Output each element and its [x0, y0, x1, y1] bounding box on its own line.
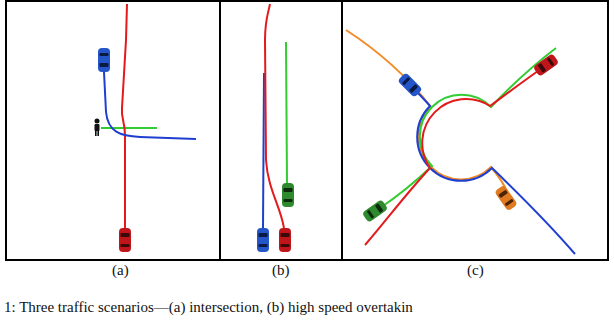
car	[98, 48, 110, 72]
trajectory	[263, 73, 264, 228]
pedestrian-icon	[95, 119, 100, 137]
trajectory	[265, 4, 284, 228]
car	[282, 183, 294, 207]
car	[533, 53, 560, 77]
panel-frames	[6, 1, 608, 260]
panel-label: (a)	[112, 262, 129, 279]
panel-frame	[6, 1, 220, 260]
car	[119, 228, 131, 252]
panel-frame	[220, 1, 342, 260]
car	[279, 228, 291, 252]
trajectory	[122, 4, 127, 228]
trajectory	[104, 72, 196, 139]
car	[362, 199, 389, 223]
car	[257, 228, 269, 252]
trajectories-c	[346, 30, 575, 254]
trajectory	[101, 127, 157, 129]
panel-label: (b)	[272, 262, 290, 279]
trajectory	[380, 48, 556, 208]
figure-caption: 1: Three traffic scenarios—(a) intersect…	[4, 299, 413, 316]
car	[397, 72, 422, 97]
trajectory	[365, 66, 545, 245]
panel-label: (c)	[467, 262, 484, 279]
trajectories-a	[101, 4, 196, 228]
car	[494, 185, 518, 212]
trajectory	[286, 42, 287, 183]
trajectory	[410, 85, 575, 254]
panel-frame	[342, 1, 608, 260]
